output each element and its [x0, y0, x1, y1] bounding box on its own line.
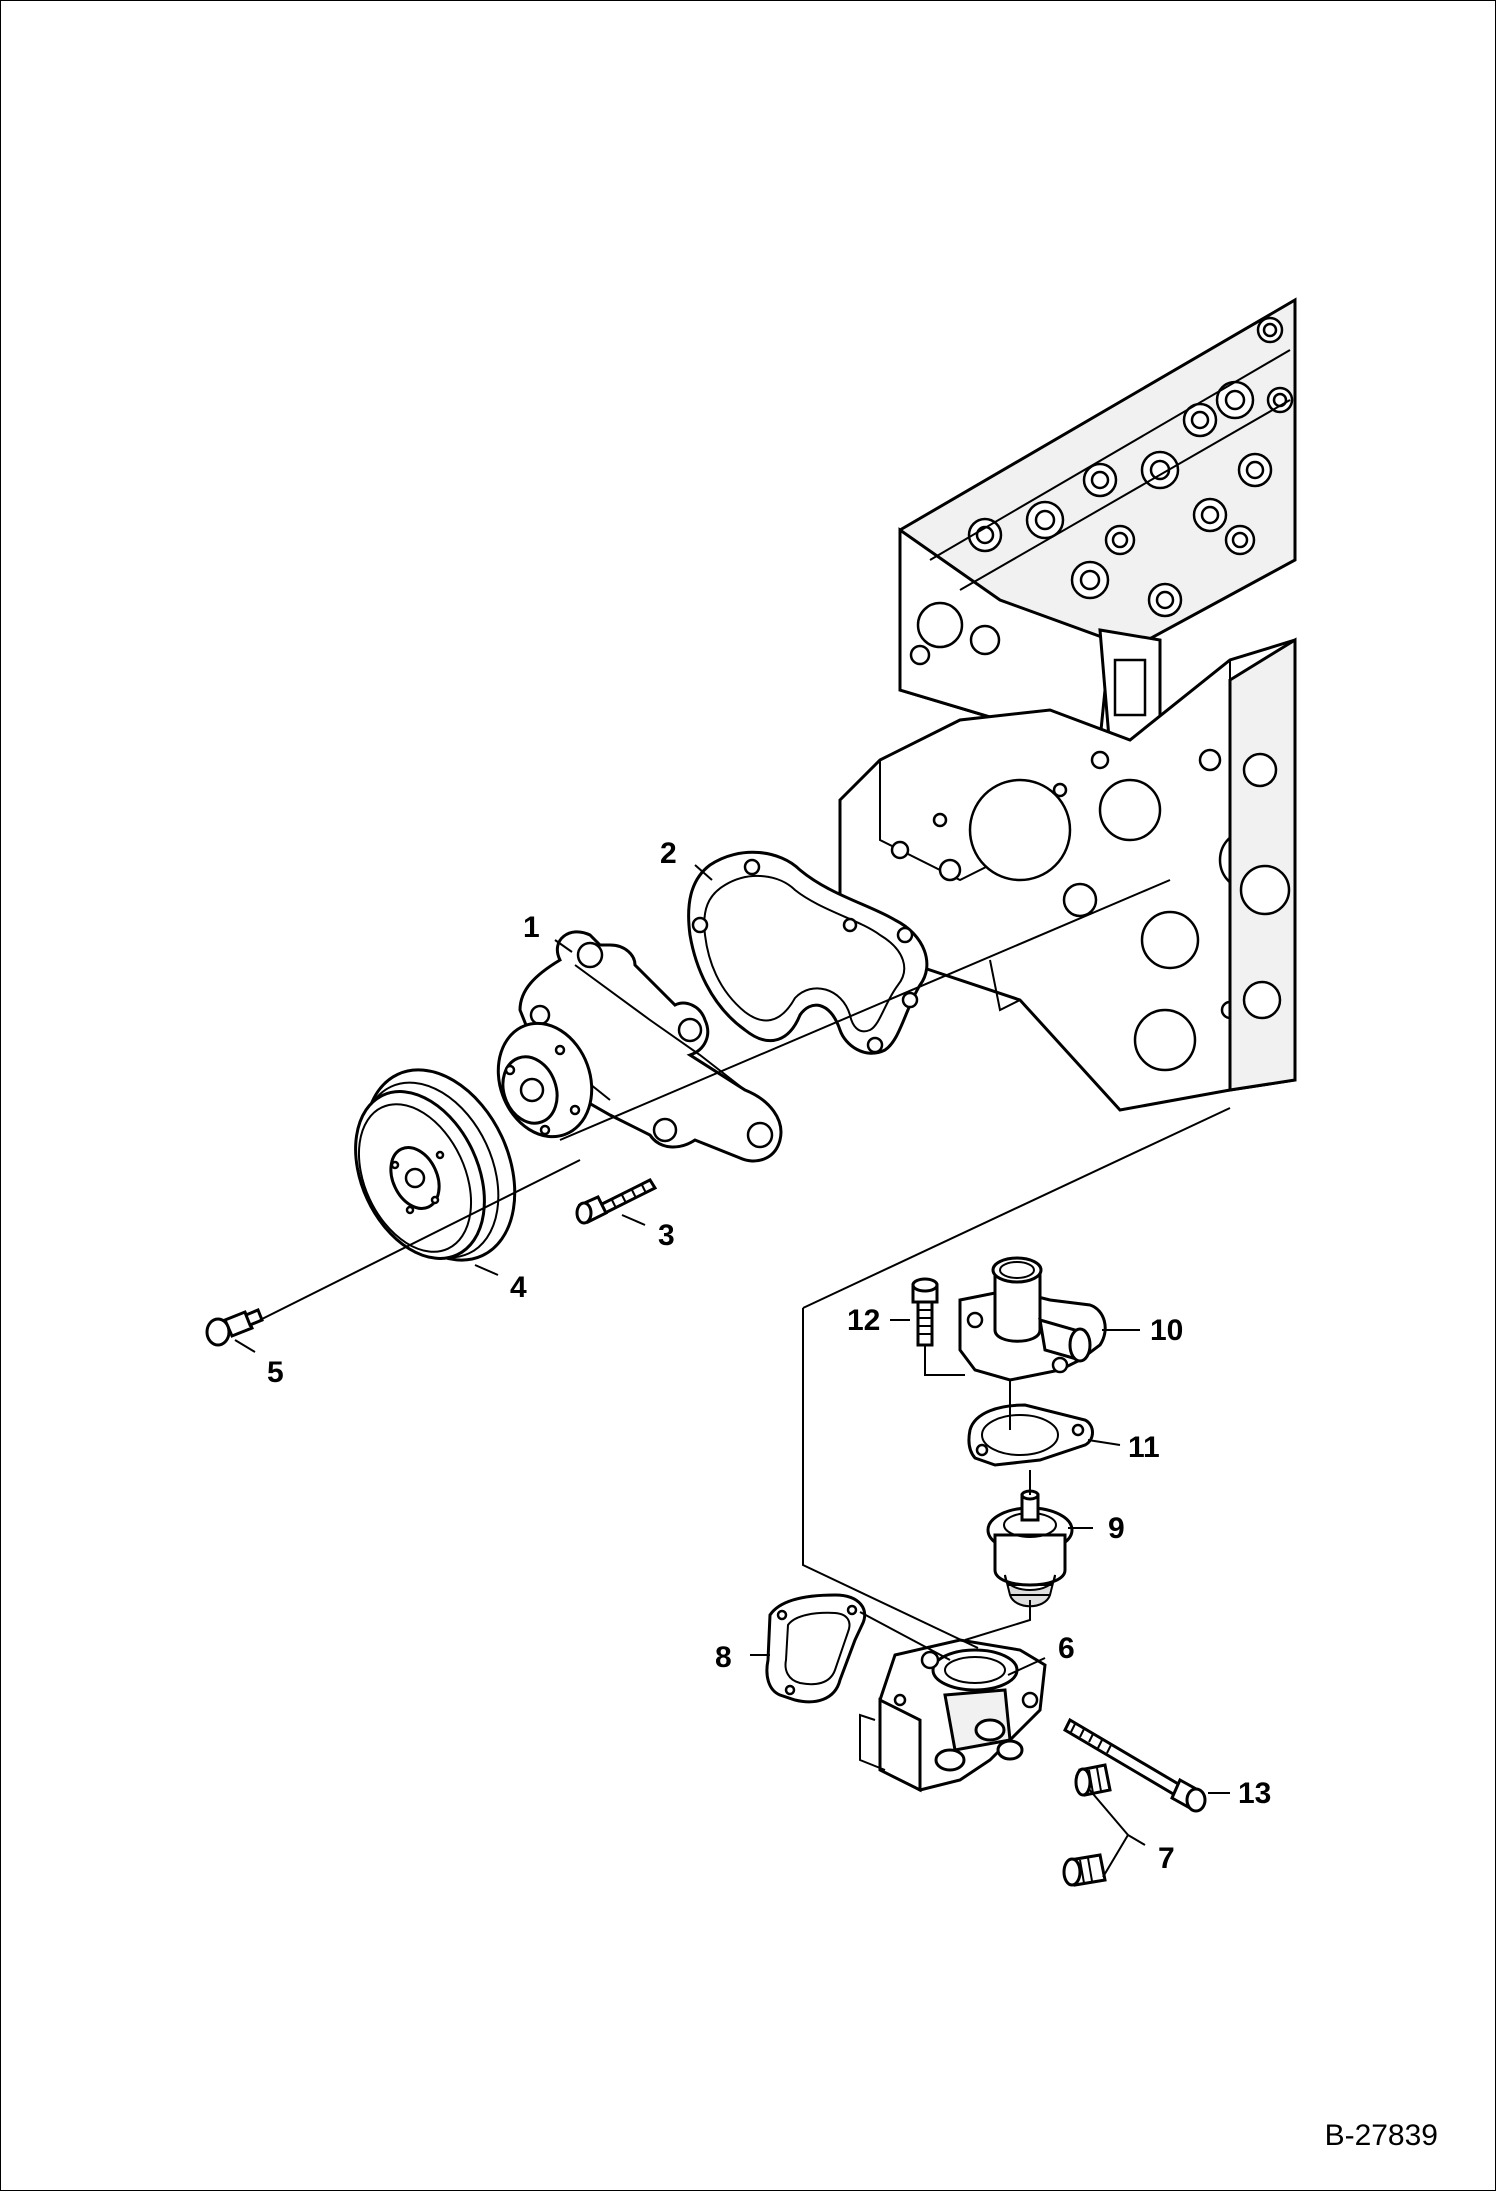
callout-11: 11 — [1128, 1431, 1160, 1464]
engine-block — [838, 297, 1297, 1112]
callout-3: 3 — [658, 1219, 675, 1252]
callout-6: 6 — [1058, 1632, 1075, 1665]
thermostat — [986, 1489, 1074, 1608]
thermostat-housing — [859, 1638, 1047, 1793]
thermostat-housing-gasket — [765, 1593, 867, 1704]
document-id: B-27839 — [1324, 2119, 1438, 2152]
callout-10: 10 — [1150, 1314, 1183, 1347]
water-pump — [496, 930, 783, 1163]
leader-lines — [234, 864, 1230, 1878]
callout-8: 8 — [715, 1641, 732, 1674]
callout-4: 4 — [510, 1271, 527, 1304]
thermostat-cover — [958, 1256, 1107, 1382]
bolt-13 — [1063, 1717, 1207, 1813]
callout-12: 12 — [847, 1304, 880, 1337]
callout-5: 5 — [267, 1356, 284, 1389]
plug-7a — [1074, 1763, 1112, 1797]
bolt-3 — [575, 1178, 658, 1225]
callout-7: 7 — [1158, 1842, 1175, 1875]
fan-pulley — [354, 1068, 517, 1262]
thermostat-gasket — [967, 1403, 1094, 1467]
assembly-lines — [259, 879, 1231, 1661]
callout-9: 9 — [1108, 1512, 1125, 1545]
plug-7b — [1062, 1853, 1107, 1887]
water-pump-gasket — [687, 850, 929, 1055]
bolt-12 — [911, 1277, 939, 1347]
callout-13: 13 — [1238, 1777, 1271, 1810]
callout-1: 1 — [523, 911, 540, 944]
bolt-5 — [205, 1308, 264, 1347]
callout-labels: 1 2 3 4 5 6 7 8 9 10 11 12 13 — [267, 837, 1271, 1875]
callout-2: 2 — [660, 837, 677, 870]
